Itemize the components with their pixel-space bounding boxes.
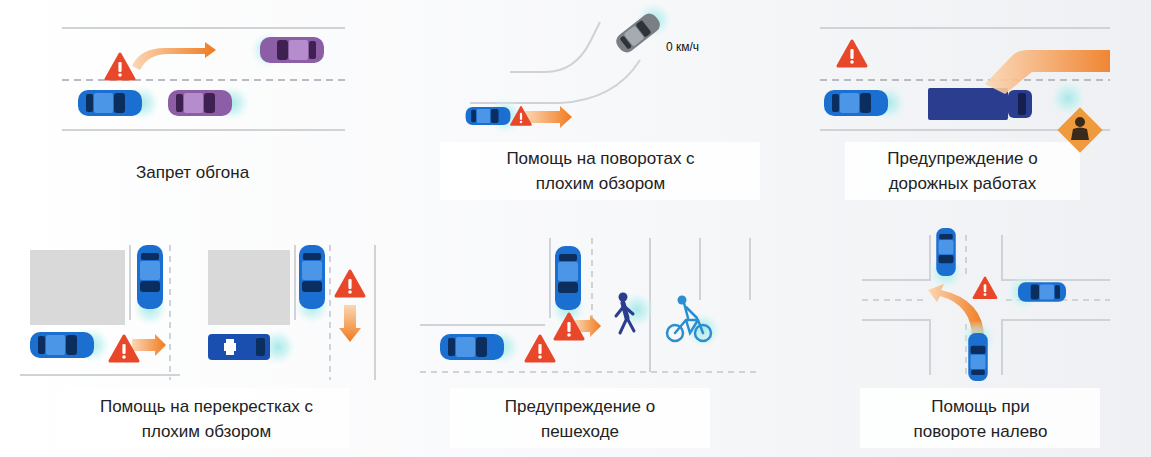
caption-text: Предупреждение о пешеходе (475, 394, 685, 444)
speed-label: 0 км/ч (666, 40, 699, 54)
caption-text: Помощь на поворотах с плохим обзором (483, 146, 718, 196)
caption-text: Помощь при повороте налево (898, 394, 1063, 444)
caption-text: Помощь на перекрестках с плохим обзором (74, 394, 339, 444)
caption-text: Предупреждение о дорожных работах (855, 146, 1070, 196)
caption-text: Запрет обгона (136, 160, 249, 185)
